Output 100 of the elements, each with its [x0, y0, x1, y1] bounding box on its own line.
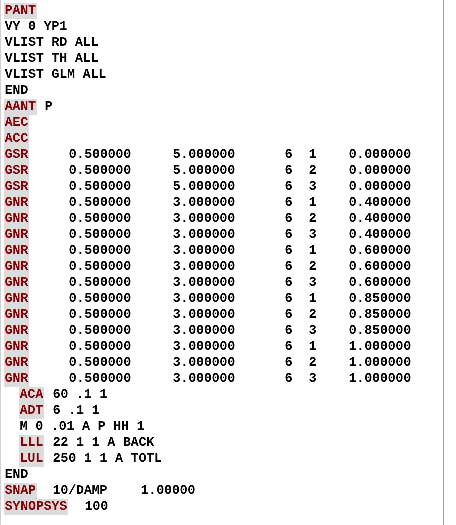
- code-text: 0.000000: [349, 163, 412, 179]
- code-text: 6: [285, 163, 293, 179]
- code-text: VLIST GLM ALL: [5, 67, 106, 83]
- code-text: 1.000000: [349, 355, 412, 371]
- code-text: 0.850000: [349, 307, 412, 323]
- code-text: 5.000000: [173, 147, 236, 163]
- code-text: 3.000000: [173, 227, 236, 243]
- code-text: 0.000000: [349, 147, 412, 163]
- code-text: 0.400000: [349, 195, 412, 211]
- keyword: LUL: [19, 451, 44, 467]
- keyword: ACC: [4, 131, 30, 147]
- code-text: 3.000000: [173, 355, 236, 371]
- code-text: END: [5, 83, 28, 99]
- keyword: GNR: [4, 355, 30, 371]
- code-text: 0.500000: [69, 307, 132, 323]
- code-text: 6: [285, 147, 293, 163]
- code-text: 0.600000: [349, 275, 412, 291]
- code-text: 0.500000: [69, 259, 132, 275]
- keyword: GNR: [4, 195, 30, 211]
- code-text: 0.500000: [69, 291, 132, 307]
- code-text: M 0 .01 A P HH 1: [20, 419, 145, 435]
- code-text: VY 0 YP1: [5, 19, 68, 35]
- code-text: 3.000000: [173, 339, 236, 355]
- code-text: P: [45, 99, 53, 115]
- keyword: GSR: [4, 147, 30, 163]
- code-text: 2: [309, 211, 317, 227]
- keyword: GNR: [4, 371, 30, 387]
- code-text: 0.400000: [349, 211, 412, 227]
- keyword: GNR: [4, 307, 30, 323]
- keyword: AANT: [4, 99, 38, 115]
- code-text: 1: [309, 147, 317, 163]
- code-text: 0.500000: [69, 195, 132, 211]
- code-text: 3.000000: [173, 275, 236, 291]
- code-text: 6: [285, 227, 293, 243]
- keyword: ACA: [19, 387, 44, 403]
- code-text: 0.500000: [69, 179, 132, 195]
- code-text: 0.500000: [69, 227, 132, 243]
- code-text: 3.000000: [173, 371, 236, 387]
- code-text: 1.000000: [349, 371, 412, 387]
- keyword: GNR: [4, 243, 30, 259]
- code-text: 0.500000: [69, 163, 132, 179]
- code-text: 6: [285, 179, 293, 195]
- code-text: 1: [309, 339, 317, 355]
- code-text: 3: [309, 227, 317, 243]
- code-text: 0.850000: [349, 323, 412, 339]
- code-text: 3.000000: [173, 291, 236, 307]
- keyword: GNR: [4, 211, 30, 227]
- code-text: 6: [285, 323, 293, 339]
- code-text: 0.600000: [349, 243, 412, 259]
- code-text: 10/DAMP: [53, 483, 108, 499]
- code-text: 0.500000: [69, 371, 132, 387]
- keyword: GNR: [4, 259, 30, 275]
- code-text: 0.500000: [69, 243, 132, 259]
- code-text: 6: [285, 275, 293, 291]
- keyword: GNR: [4, 291, 30, 307]
- keyword: GSR: [4, 179, 30, 195]
- keyword: GNR: [4, 227, 30, 243]
- code-text: 6: [285, 259, 293, 275]
- code-text: 3: [309, 275, 317, 291]
- code-text: VLIST TH ALL: [5, 51, 99, 67]
- code-text: 6: [285, 355, 293, 371]
- code-text: 6 .1 1: [53, 403, 100, 419]
- code-text: 6: [285, 243, 293, 259]
- keyword: SYNOPSYS: [4, 499, 68, 515]
- code-text: 0.000000: [349, 179, 412, 195]
- keyword: GNR: [4, 339, 30, 355]
- code-text: 6: [285, 339, 293, 355]
- code-text: 2: [309, 259, 317, 275]
- code-text: 0.500000: [69, 323, 132, 339]
- code-text: 60 .1 1: [53, 387, 108, 403]
- code-text: 22 1 1 A BACK: [53, 435, 154, 451]
- keyword: AEC: [4, 115, 30, 131]
- code-text: 2: [309, 163, 317, 179]
- code-text: 0.500000: [69, 211, 132, 227]
- code-text: 3: [309, 323, 317, 339]
- code-text: 0.500000: [69, 275, 132, 291]
- code-text: 1.000000: [349, 339, 412, 355]
- code-text: 3.000000: [173, 323, 236, 339]
- code-text: 6: [285, 211, 293, 227]
- code-text: 2: [309, 307, 317, 323]
- code-text: 3.000000: [173, 243, 236, 259]
- code-text: 3: [309, 371, 317, 387]
- code-text: 6: [285, 371, 293, 387]
- keyword: GNR: [4, 323, 30, 339]
- code-text: 3: [309, 179, 317, 195]
- keyword: GSR: [4, 163, 30, 179]
- keyword: LLL: [19, 435, 44, 451]
- code-text: VLIST RD ALL: [5, 35, 99, 51]
- code-text: 6: [285, 195, 293, 211]
- code-text: 0.400000: [349, 227, 412, 243]
- code-text: 5.000000: [173, 163, 236, 179]
- code-text: 1: [309, 243, 317, 259]
- code-text: 0.600000: [349, 259, 412, 275]
- code-text: 100: [85, 499, 108, 515]
- keyword: SNAP: [4, 483, 38, 499]
- code-text: END: [5, 467, 28, 483]
- code-text: 0.500000: [69, 339, 132, 355]
- keyword: GNR: [4, 275, 30, 291]
- code-text: 3.000000: [173, 307, 236, 323]
- code-text: 250 1 1 A TOTL: [53, 451, 162, 467]
